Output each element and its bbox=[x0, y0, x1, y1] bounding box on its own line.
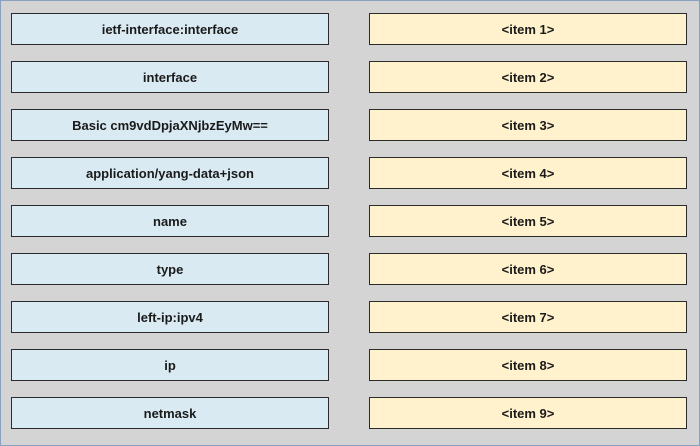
option-box[interactable]: ietf-interface:interface bbox=[11, 13, 329, 45]
option-box[interactable]: ip bbox=[11, 349, 329, 381]
target-slot[interactable]: <item 6> bbox=[369, 253, 687, 285]
option-box[interactable]: application/yang-data+json bbox=[11, 157, 329, 189]
target-slot[interactable]: <item 9> bbox=[369, 397, 687, 429]
option-box[interactable]: interface bbox=[11, 61, 329, 93]
target-slot[interactable]: <item 2> bbox=[369, 61, 687, 93]
option-box[interactable]: Basic cm9vdDpjaXNjbzEyMw== bbox=[11, 109, 329, 141]
row-2: interface <item 2> bbox=[1, 61, 699, 93]
row-1: ietf-interface:interface <item 1> bbox=[1, 13, 699, 45]
target-slot[interactable]: <item 7> bbox=[369, 301, 687, 333]
row-7: left-ip:ipv4 <item 7> bbox=[1, 301, 699, 333]
row-8: ip <item 8> bbox=[1, 349, 699, 381]
option-box[interactable]: type bbox=[11, 253, 329, 285]
rows-container: ietf-interface:interface <item 1> interf… bbox=[1, 13, 699, 445]
target-slot[interactable]: <item 8> bbox=[369, 349, 687, 381]
option-box[interactable]: name bbox=[11, 205, 329, 237]
option-box[interactable]: netmask bbox=[11, 397, 329, 429]
row-9: netmask <item 9> bbox=[1, 397, 699, 429]
target-slot[interactable]: <item 3> bbox=[369, 109, 687, 141]
row-3: Basic cm9vdDpjaXNjbzEyMw== <item 3> bbox=[1, 109, 699, 141]
row-6: type <item 6> bbox=[1, 253, 699, 285]
target-slot[interactable]: <item 4> bbox=[369, 157, 687, 189]
row-5: name <item 5> bbox=[1, 205, 699, 237]
row-4: application/yang-data+json <item 4> bbox=[1, 157, 699, 189]
option-box[interactable]: left-ip:ipv4 bbox=[11, 301, 329, 333]
target-slot[interactable]: <item 1> bbox=[369, 13, 687, 45]
target-slot[interactable]: <item 5> bbox=[369, 205, 687, 237]
